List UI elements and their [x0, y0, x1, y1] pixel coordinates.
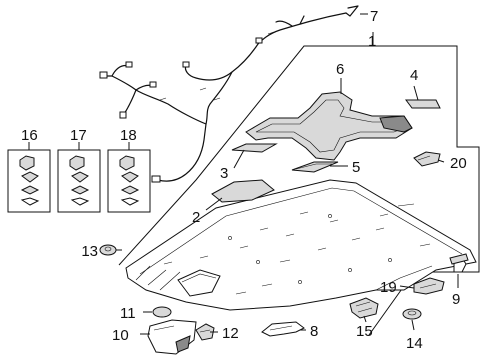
callout-3: 3	[220, 165, 228, 182]
callout-18: 18	[120, 127, 137, 144]
callout-14: 14	[406, 335, 423, 352]
callout-1: 1	[368, 33, 376, 50]
callout-7: 7	[370, 8, 378, 25]
callout-13: 13	[81, 243, 98, 260]
bracket-part-15	[349, 297, 379, 319]
clip-part-13	[99, 244, 117, 256]
callout-10: 10	[112, 327, 129, 344]
wiring-harness	[99, 5, 359, 183]
fastener-set-17	[57, 149, 101, 213]
pad-part-4	[405, 99, 441, 109]
callout-8: 8	[310, 323, 318, 340]
leader-lines	[28, 13, 459, 335]
callout-4: 4	[410, 67, 418, 84]
callout-5: 5	[352, 159, 360, 176]
push-pin-part-9	[449, 253, 469, 273]
headliner-panel	[125, 179, 477, 311]
headliner-assembly-frame	[118, 32, 480, 336]
callout-17: 17	[70, 127, 87, 144]
strip-part-5	[291, 161, 339, 173]
lens-part-11	[152, 306, 172, 318]
clip-part-12	[195, 323, 215, 341]
callout-19: 19	[380, 279, 397, 296]
callout-11: 11	[120, 305, 136, 322]
fastener-set-16	[7, 149, 51, 213]
clip-part-20	[413, 151, 441, 167]
callout-12: 12	[222, 325, 239, 342]
fastener-set-18	[107, 149, 151, 213]
pad-part-2	[211, 179, 275, 203]
grommet-part-14	[402, 308, 422, 320]
callout-labels: 1 2 3 4 5 6 7 8 9 10 11 12 13 14 15 16 1…	[21, 8, 467, 352]
callout-2: 2	[192, 209, 200, 226]
sunvisor-part-10	[147, 319, 197, 355]
callout-6: 6	[336, 61, 344, 78]
bracket-part-19	[413, 277, 445, 295]
handle-part-8	[261, 321, 305, 337]
callout-20: 20	[450, 155, 467, 172]
callout-15: 15	[356, 323, 373, 340]
callout-9: 9	[452, 291, 460, 308]
pad-part-3	[231, 143, 278, 153]
absorber-pad	[245, 91, 413, 161]
callout-16: 16	[21, 127, 38, 144]
